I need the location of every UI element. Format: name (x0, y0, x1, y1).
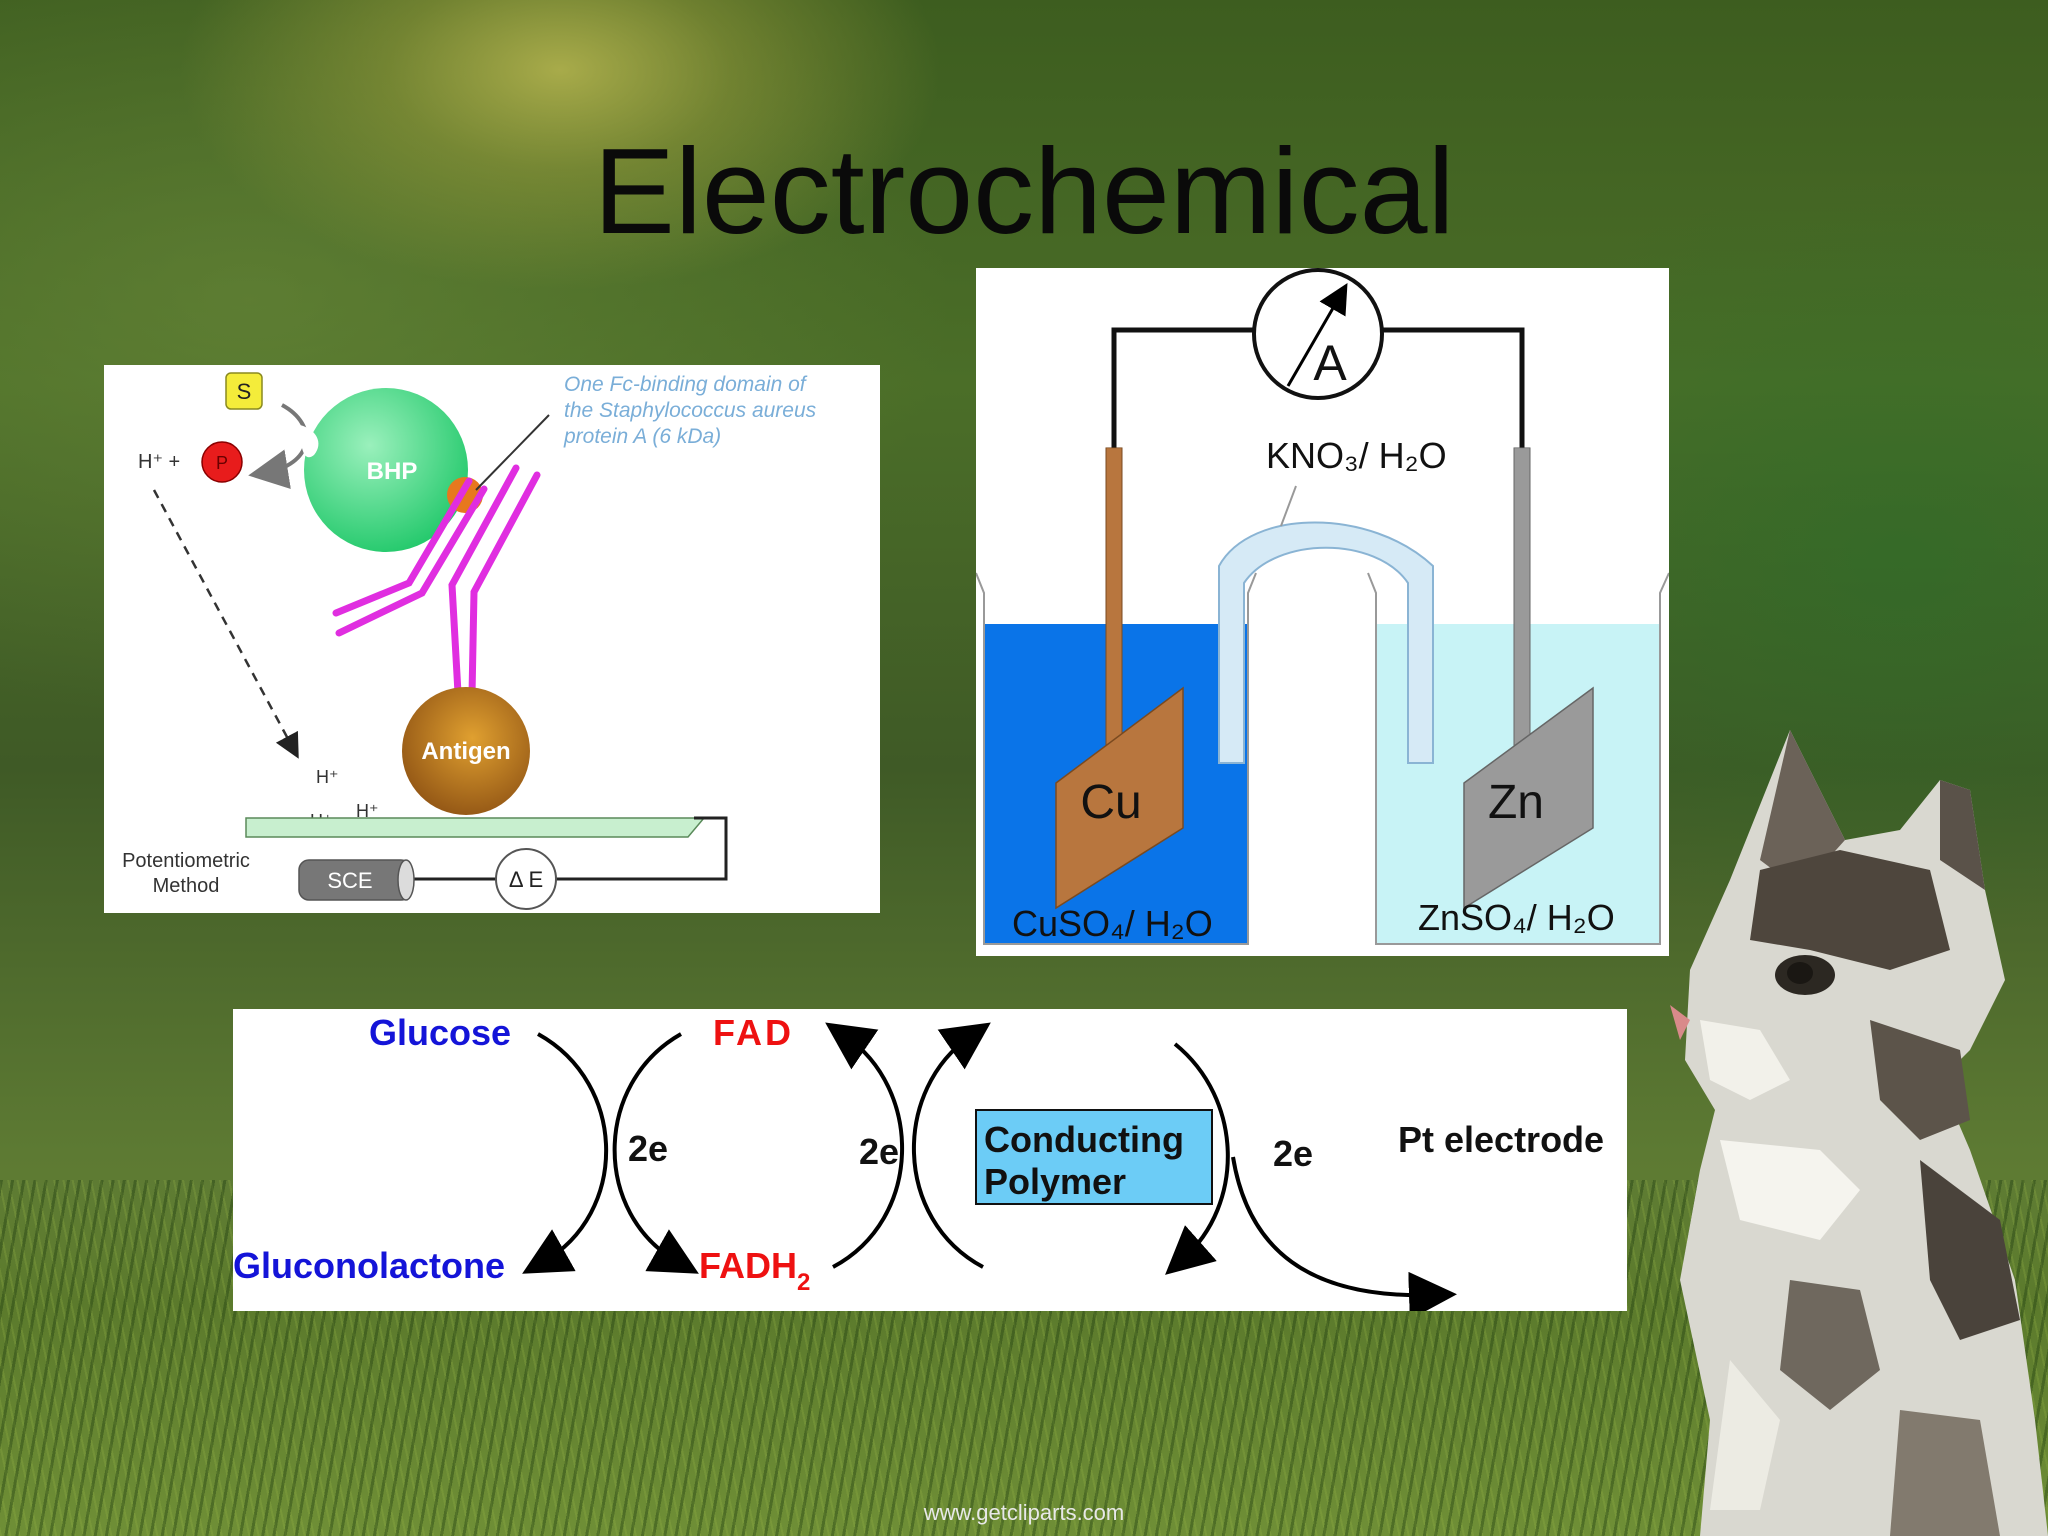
image-credit: www.getcliparts.com (923, 1500, 1125, 1525)
right-beaker (1367, 572, 1670, 945)
method-label-line-1: Potentiometric (122, 850, 250, 872)
salt-bridge (1218, 521, 1434, 764)
electron-transfer-1: 2e (628, 1128, 668, 1169)
svg-text:Δ E: Δ E (509, 867, 543, 892)
circuit-wire-right (556, 816, 728, 881)
proton-label: H⁺ + (138, 451, 180, 473)
glucose-oxidation-arc (522, 1032, 609, 1274)
glucose-label: Glucose (369, 1012, 511, 1053)
left-beaker (975, 572, 1257, 945)
copper-label: Cu (1080, 776, 1141, 829)
salt-bridge-label: KNO₃/ H₂O (1266, 435, 1447, 476)
copper-electrode (1055, 686, 1184, 910)
electron-transfer-2: 2e (859, 1131, 899, 1172)
annotation-pointer (475, 414, 550, 491)
method-label-line-2: Method (153, 875, 220, 897)
fad-label: FAD (713, 1012, 794, 1053)
zinc-electrode (1463, 686, 1594, 910)
voltmeter: Δ E (495, 848, 557, 910)
antigen: Antigen (402, 687, 530, 815)
proton-2: H⁺ (356, 801, 379, 821)
zinc-label: Zn (1488, 776, 1544, 829)
fad-reduction-arc (612, 1032, 699, 1274)
cuso4-label: CuSO₄/ H₂O (1012, 903, 1213, 944)
proton-1: H⁺ (316, 767, 339, 787)
salt-bridge-pointer (1280, 485, 1297, 527)
sce-electrode: SCE (298, 859, 415, 901)
substrate-badge: S (225, 372, 263, 410)
fadh2-oxidation-arc (825, 1022, 905, 1269)
electrode-plate (245, 817, 706, 838)
kitten-illustration (1670, 730, 2048, 1536)
annotation-line-2: the Staphylococcus aureus (564, 399, 817, 422)
antibody (332, 464, 541, 699)
svg-text:BHP: BHP (367, 458, 418, 485)
conducting-polymer-box: Conducting Polymer (975, 1109, 1213, 1205)
ammeter: A (1252, 268, 1384, 400)
pt-electrode-label: Pt electrode (1398, 1119, 1604, 1160)
svg-text:A: A (1313, 335, 1347, 391)
conversion-arrow (248, 403, 309, 489)
electron-transfer-3: 2e (1273, 1133, 1313, 1174)
annotation-line-1: One Fc-binding domain of (564, 373, 808, 396)
svg-text:S: S (237, 379, 252, 404)
immunosensor-diagram: S H⁺ + P BHP One Fc-binding domain of th… (104, 365, 880, 913)
fadh2-label: FADH2 (699, 1245, 810, 1296)
gluconolactone-label: Gluconolactone (233, 1245, 505, 1286)
slide-title: Electrochemical (593, 123, 1455, 259)
wire-right (1382, 327, 1525, 453)
svg-text:P: P (216, 453, 228, 473)
znso4-label: ZnSO₄/ H₂O (1418, 897, 1615, 938)
polymer-oxidation-arc (911, 1022, 991, 1269)
wire-left (1111, 327, 1254, 453)
product-badge: P (201, 441, 243, 483)
svg-text:SCE: SCE (327, 868, 372, 893)
svg-text:Polymer: Polymer (984, 1161, 1126, 1202)
annotation-line-3: protein A (6 kDa) (563, 425, 721, 448)
galvanic-cell-diagram: A KNO₃/ H₂O Cu Zn CuSO₄/ H₂O ZnSO₄/ H₂O (975, 268, 1670, 956)
polymer-reduction-arc (1165, 1042, 1230, 1275)
glucose-biosensor-diagram: Glucose Gluconolactone FAD FADH2 2e 2e C… (233, 1009, 1627, 1320)
electrode-current-arc (1231, 1156, 1457, 1320)
svg-text:Antigen: Antigen (421, 738, 510, 765)
diffusion-arrow (152, 489, 299, 759)
svg-text:Conducting: Conducting (984, 1119, 1184, 1160)
bhp-enzyme: BHP (300, 388, 468, 552)
